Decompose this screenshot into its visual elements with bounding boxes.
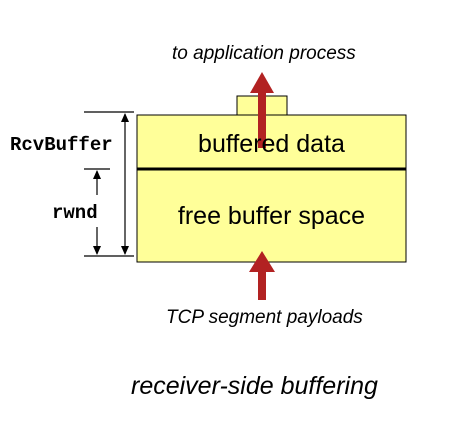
rcvbuffer-bracket bbox=[84, 111, 134, 257]
rwnd-bracket bbox=[84, 168, 110, 255]
incoming-arrow-icon bbox=[249, 251, 275, 300]
buffered-data-region bbox=[136, 114, 407, 170]
up-arrow-icon bbox=[250, 72, 274, 148]
free-buffer-label: free buffer space bbox=[177, 202, 366, 230]
rwnd-label: rwnd bbox=[52, 202, 98, 224]
tcp-payloads-label: TCP segment payloads bbox=[166, 307, 363, 328]
buffered-data-label: buffered data bbox=[198, 130, 345, 158]
rcvbuffer-label: RcvBuffer bbox=[10, 134, 113, 156]
diagram-caption: receiver-side buffering bbox=[131, 372, 378, 400]
to-application-label: to application process bbox=[172, 43, 356, 64]
